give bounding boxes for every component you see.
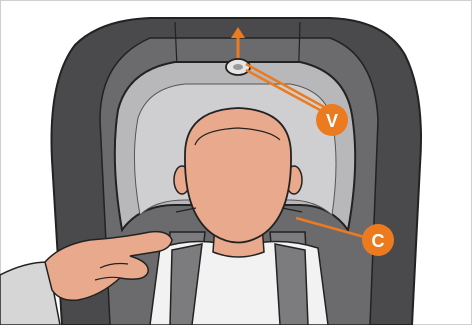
- callout-c-label: C: [372, 231, 385, 251]
- harness-strap-right-lower: [275, 244, 308, 325]
- adjuster-hole: [233, 64, 243, 70]
- callout-v-label: V: [326, 111, 338, 131]
